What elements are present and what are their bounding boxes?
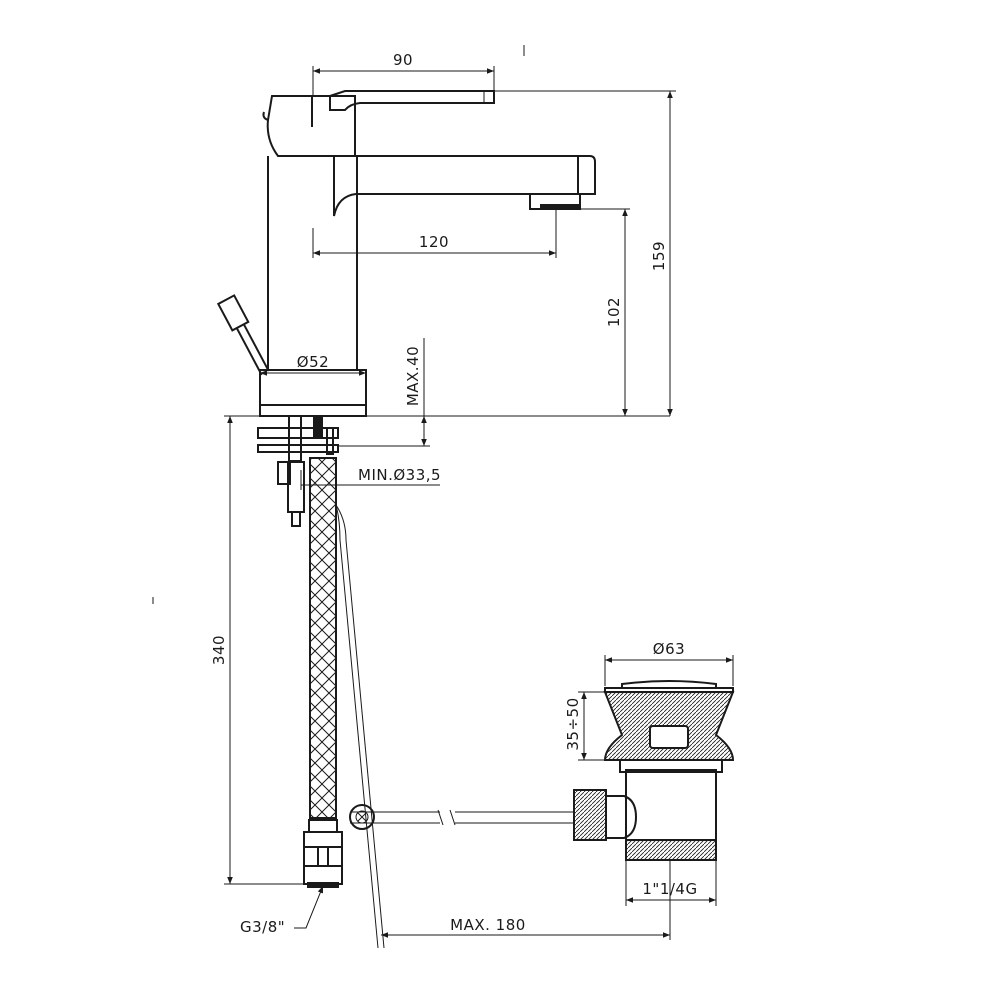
hose-nut: [303, 831, 343, 885]
hose-end: [307, 882, 339, 888]
lever-handle: [266, 95, 356, 157]
aerator-outlet: [540, 204, 580, 209]
hose-ferrule: [308, 819, 338, 833]
dim-label-waste-thread: 1"1/4G: [642, 880, 697, 898]
clamp-screw: [355, 810, 369, 824]
clamp-screw-cross: [357, 812, 367, 822]
fixing-tip: [291, 511, 301, 527]
connector: [326, 427, 334, 455]
dim-label-max-180: MAX. 180: [450, 916, 526, 934]
dim-label-159: 159: [650, 241, 668, 271]
lock-nut: [257, 444, 339, 453]
body-column: [267, 156, 358, 370]
fixing-assembly: [257, 415, 339, 527]
connector-dark: [313, 417, 323, 437]
spout: [333, 155, 596, 217]
dim-label-waste-diameter: Ø63: [653, 640, 685, 658]
dim-label-102: 102: [605, 297, 623, 327]
rod-line: [335, 504, 385, 949]
dim-label-base-diameter: Ø52: [297, 353, 329, 371]
popup-rod: [335, 504, 574, 949]
waste-thread: [625, 839, 717, 861]
waste-side-nut: [573, 789, 607, 841]
popup-knob: [216, 294, 270, 376]
base: [259, 369, 367, 417]
dim-label-90: 90: [393, 51, 413, 69]
washer: [257, 427, 339, 439]
waste-side-port: [606, 795, 638, 839]
dim-label-340: 340: [210, 635, 228, 665]
dim-label-hose-connection: G3/8": [240, 918, 285, 936]
lever-top-plate: [329, 90, 495, 111]
popup-waste: [573, 680, 735, 861]
waste-plug: [621, 680, 717, 689]
dimension-lines: [224, 66, 734, 940]
hose-braid: [309, 457, 337, 819]
lever-tip: [262, 111, 269, 121]
rod-clamp: [349, 804, 375, 830]
rod-break: [437, 809, 456, 826]
fixing-bracket: [277, 461, 291, 485]
flexible-hose: [303, 457, 343, 888]
dim-label-120: 120: [419, 233, 449, 251]
waste-collar: [619, 759, 723, 773]
dim-label-35-50: 35÷50: [564, 697, 582, 750]
dim-label-min-hole: MIN.Ø33,5: [358, 466, 441, 484]
dim-label-max-40: MAX.40: [404, 346, 422, 406]
faucet: [216, 90, 596, 417]
waste-window: [649, 725, 689, 749]
rod-line: [335, 504, 379, 949]
waste-body: [625, 769, 717, 841]
